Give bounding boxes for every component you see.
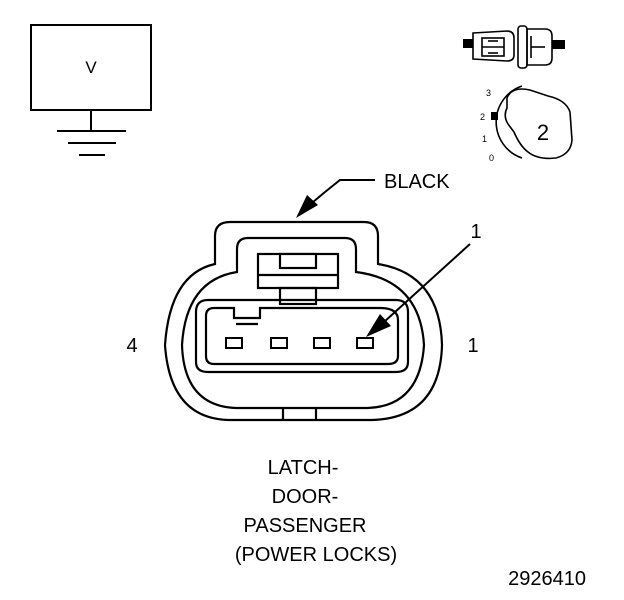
voltmeter-symbol: V [30, 24, 152, 156]
scale-mark-1: 1 [482, 134, 487, 144]
connector-caption: LATCH- DOOR- PASSENGER (POWER LOCKS) [235, 457, 397, 566]
scale-mark-3: 3 [486, 88, 491, 98]
scale-mark-0: 0 [489, 153, 494, 163]
cavity-4 [225, 337, 243, 349]
color-label: BLACK [384, 171, 450, 193]
caption-line-1: LATCH- [268, 457, 339, 479]
right-pin-number: 1 [467, 335, 478, 357]
scale-mark-2: 2 [480, 112, 485, 122]
pin-callout-arrow: 1 [366, 221, 482, 337]
connector-housing [163, 220, 444, 422]
caption-line-2: DOOR- [272, 486, 339, 508]
connector-view-icon [463, 25, 565, 69]
scale-position-value: 2 [537, 120, 549, 145]
pin-callout-label: 1 [470, 221, 481, 243]
caption-line-3: PASSENGER [244, 515, 367, 537]
color-callout: BLACK [296, 171, 450, 218]
cavity-2 [313, 337, 331, 349]
figure-id: 2926410 [508, 568, 586, 590]
position-scale-icon: 3 2 1 0 2 [480, 85, 573, 163]
cavity-1 [356, 337, 374, 349]
terminal-cavities [225, 337, 374, 349]
ground-icon [57, 110, 126, 156]
left-pin-number: 4 [126, 335, 137, 357]
voltmeter-label: V [85, 58, 97, 77]
caption-line-4: (POWER LOCKS) [235, 544, 397, 566]
cavity-3 [270, 337, 288, 349]
